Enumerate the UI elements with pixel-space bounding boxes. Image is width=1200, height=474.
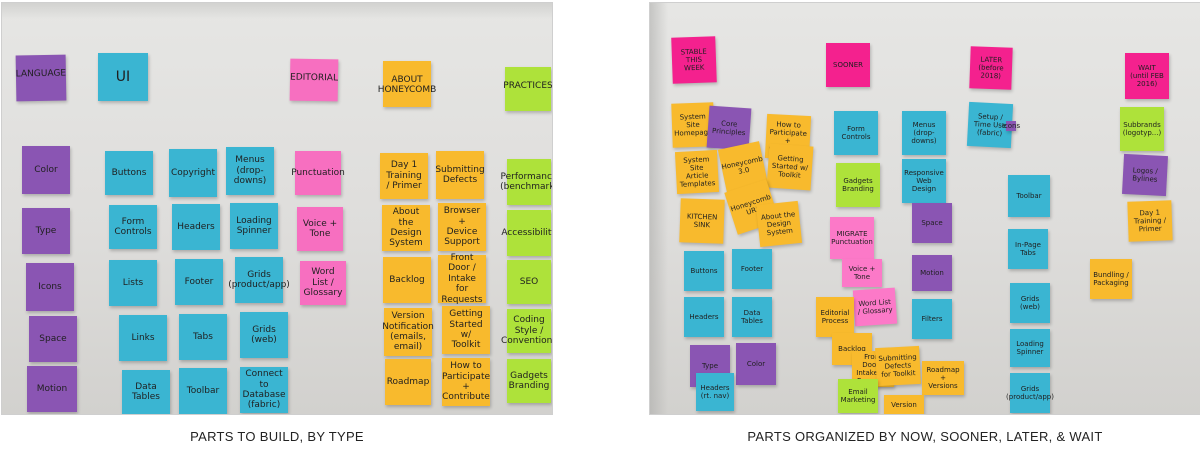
sticky-note: Grids (web)	[1010, 283, 1050, 323]
sticky-note: Toolbar	[179, 368, 227, 414]
sticky-note: Front Door / Intake for Requests	[438, 253, 486, 305]
sticky-note: Menus (drop-downs)	[226, 147, 274, 195]
sticky-note: Motion	[27, 366, 77, 412]
sticky-note: Bundling / Packaging	[1090, 259, 1132, 299]
sticky-note: Coding Style / Conventions	[501, 309, 552, 353]
wall-shadow	[2, 3, 552, 19]
sticky-note: How to Participate + Contribute	[442, 358, 490, 406]
sticky-note: LANGUAGE	[15, 54, 67, 102]
photo-caption: PARTS ORGANIZED BY NOW, SOONER, LATER, &…	[747, 429, 1103, 444]
sticky-note: Toolbar	[1008, 175, 1050, 217]
sticky-note: Day 1 Training / Primer	[380, 153, 428, 199]
sticky-note: SOONER	[826, 43, 870, 87]
sticky-note: Buttons	[105, 151, 153, 195]
photo-parts-by-type: LANGUAGE UI EDITORIAL ABOUT HONEYCOMB PR…	[1, 2, 553, 415]
sticky-note: Accessibility	[501, 210, 552, 256]
sticky-note: Type	[22, 208, 70, 254]
sticky-note: Browser + Device Support	[438, 203, 486, 251]
sticky-note: Headers	[172, 204, 220, 250]
photo-caption: PARTS TO BUILD, BY TYPE	[190, 429, 364, 444]
sticky-note: EDITORIAL	[289, 58, 339, 102]
sticky-note: Headers	[684, 297, 724, 337]
sticky-note: Logos / Bylines	[1121, 153, 1169, 197]
sticky-note: Version Notification (emails, email)	[382, 308, 434, 356]
sticky-note: KITCHEN SINK	[679, 198, 725, 244]
sticky-note: WAIT (until FEB 2016)	[1125, 53, 1169, 99]
sticky-note: Gadgets Branding	[507, 359, 551, 403]
sticky-note: Data Tables	[122, 370, 170, 414]
sticky-note: Space	[912, 203, 952, 243]
sticky-note: Punctuation	[291, 151, 345, 195]
sticky-note: Color	[736, 343, 776, 385]
sticky-note: Submitting Defects for Toolkit	[875, 345, 921, 387]
sticky-note: About the Design System	[382, 205, 430, 251]
sticky-note: Roadmap	[385, 359, 431, 405]
sticky-note: Gadgets Branding	[836, 163, 880, 207]
sticky-note: Responsive Web Design	[902, 159, 946, 203]
sticky-note: System Site Article Templates	[674, 149, 720, 195]
sticky-note: Editorial Process	[816, 297, 854, 337]
sticky-note: Icons	[26, 263, 74, 311]
sticky-note: STABLE THIS WEEK	[671, 36, 717, 84]
sticky-note: Voice + Tone	[297, 207, 343, 251]
sticky-note: Links	[119, 315, 167, 361]
sticky-note: Headers (rt. nav)	[696, 373, 734, 411]
sticky-note: LATER (before 2018)	[969, 46, 1013, 90]
sticky-note: Color	[22, 146, 70, 194]
sticky-note: Subbrands (logotyp...)	[1120, 107, 1164, 151]
sticky-note: Loading Spinner	[230, 203, 278, 249]
sticky-note: Roadmap + Versions	[922, 361, 964, 395]
sticky-note: Word List / Glossary	[300, 261, 346, 305]
sticky-note: Loading Spinner	[1010, 329, 1050, 367]
sticky-note: Form Controls	[834, 111, 878, 155]
sticky-note: SEO	[507, 260, 551, 304]
sticky-note: Space	[29, 316, 77, 362]
sticky-note: Getting Started w/ Toolkit	[442, 306, 490, 354]
sticky-note: Menus (drop-downs)	[902, 111, 946, 155]
sticky-note: Grids (product/app)	[1006, 373, 1054, 413]
sticky-note: Submitting Defects	[435, 151, 485, 199]
sticky-note: Email Marketing	[838, 379, 878, 413]
sticky-note: Connect to Database (fabric)	[240, 367, 288, 413]
sticky-note: Motion	[912, 255, 952, 291]
sticky-note: Lists	[109, 260, 157, 306]
sticky-note: Data Tables	[732, 297, 772, 337]
sticky-note: Grids (product/app)	[228, 257, 290, 303]
sticky-note: About the Design System	[755, 200, 803, 248]
sticky-note: Footer	[732, 249, 772, 289]
wall-shadow	[650, 3, 668, 414]
sticky-note: Buttons	[684, 251, 724, 291]
sticky-note: Getting Started w/ Toolkit	[766, 143, 814, 191]
sticky-note: Footer	[175, 259, 223, 305]
sticky-note: Version	[884, 395, 924, 414]
sticky-note: Tabs	[179, 314, 227, 360]
sticky-note: ABOUT HONEYCOMB	[378, 61, 436, 107]
sticky-note: Filters	[912, 299, 952, 339]
photo-parts-by-priority: STABLE THIS WEEK SOONER LATER (before 20…	[649, 2, 1200, 415]
sticky-note: Copyright	[169, 149, 217, 197]
sticky-note: MIGRATE Punctuation	[830, 217, 874, 259]
sticky-note: In-Page Tabs	[1008, 229, 1048, 269]
sticky-note: PRACTICES	[503, 67, 552, 111]
sticky-note: Icons	[1001, 121, 1021, 131]
sticky-note: Word List / Glossary	[852, 287, 898, 327]
sticky-note: Grids (web)	[240, 312, 288, 358]
sticky-note: UI	[98, 53, 148, 101]
sticky-note: Backlog	[383, 257, 431, 303]
sticky-note: Performance (benchmark)	[500, 159, 552, 205]
sticky-note: Form Controls	[109, 205, 157, 249]
sticky-note: Voice + Tone	[842, 259, 882, 287]
sticky-note: Day 1 Training / Primer	[1127, 200, 1173, 242]
